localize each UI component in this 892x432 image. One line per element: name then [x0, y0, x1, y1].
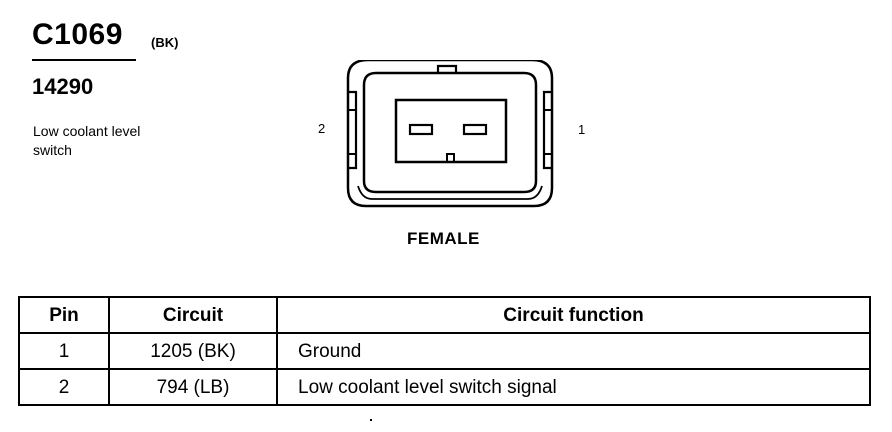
pin-cell: 1 [18, 332, 110, 370]
header-rule [32, 59, 136, 61]
circuit-cell: 1205 (BK) [108, 332, 278, 370]
polarisation-key [446, 153, 455, 163]
pin-terminal-2 [408, 123, 434, 136]
connector-face-diagram [346, 60, 554, 208]
pin-cell: 2 [18, 368, 110, 406]
pin-table: Pin Circuit Circuit function 1 1205 (BK)… [18, 296, 871, 406]
pin-number-label-left: 2 [318, 121, 326, 136]
pin-cavity-frame [394, 98, 508, 164]
connector-color: (BK) [151, 35, 179, 50]
left-side-lock [348, 90, 358, 170]
right-side-lock [542, 90, 552, 170]
stray-dot [370, 419, 372, 421]
connector-inner-body [362, 71, 538, 194]
connector-gender-label: FEMALE [407, 229, 480, 248]
circuit-function-cell: Low coolant level switch signal [276, 368, 871, 406]
connector-description: Low coolant level switch [33, 123, 141, 158]
circuit-cell: 794 (LB) [108, 368, 278, 406]
table-row: 2 794 (LB) Low coolant level switch sign… [18, 368, 871, 406]
column-header-circuit: Circuit [108, 296, 278, 334]
pin-terminal-1 [462, 123, 488, 136]
pin-number-label-right: 1 [578, 122, 586, 137]
circuit-function-cell: Ground [276, 332, 871, 370]
top-latch [436, 64, 458, 73]
column-header-pin: Pin [18, 296, 110, 334]
connector-outer-housing [346, 60, 554, 208]
column-header-circuit-function: Circuit function [276, 296, 871, 334]
table-header-row: Pin Circuit Circuit function [18, 296, 871, 334]
part-number: 14290 [32, 74, 94, 99]
table-row: 1 1205 (BK) Ground [18, 332, 871, 370]
bottom-groove [357, 185, 543, 200]
connector-id: C1069 [32, 18, 123, 51]
